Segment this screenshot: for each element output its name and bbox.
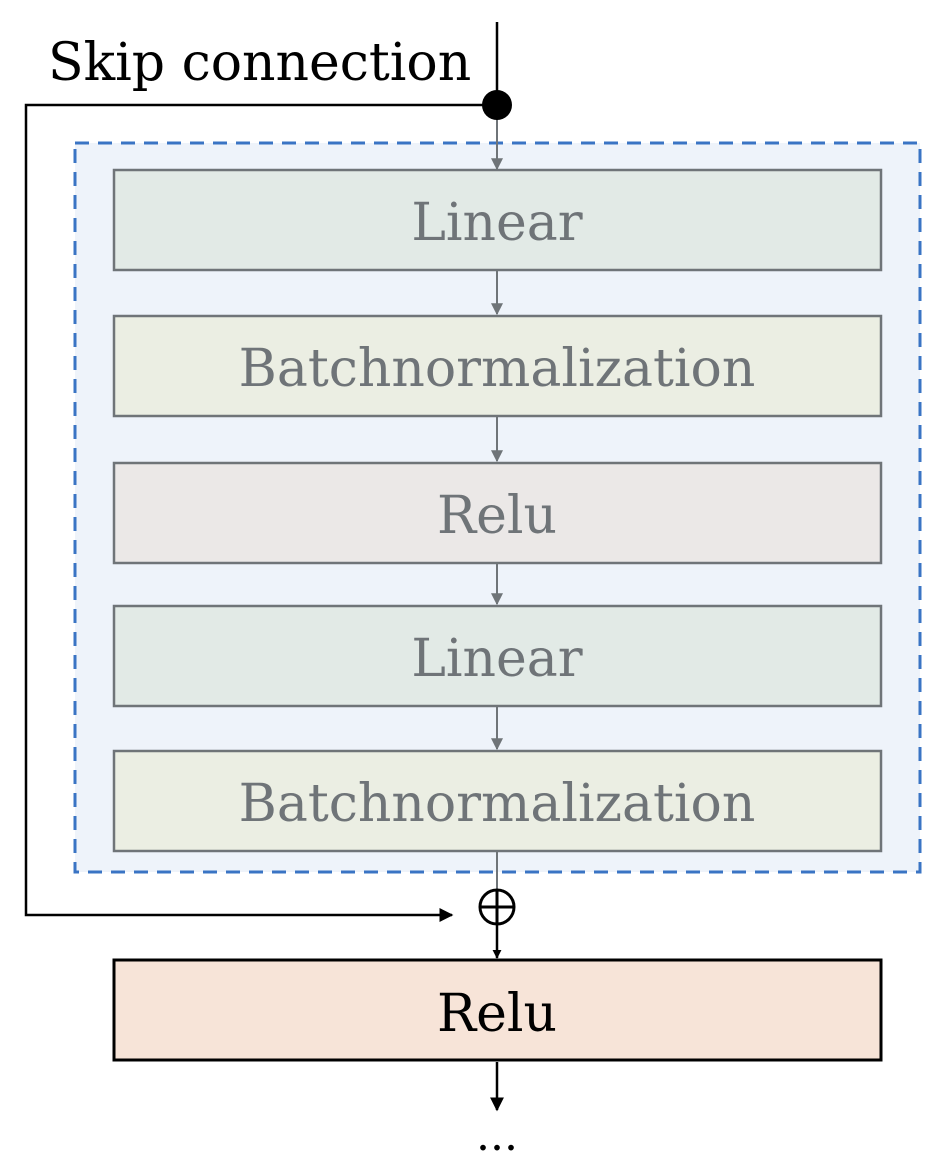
linear-block-1-label: Linear: [411, 193, 582, 253]
relu-block-output-label: Relu: [437, 984, 557, 1044]
batchnorm-block-1: Batchnormalization: [112, 314, 883, 418]
continuation-ellipsis: ...: [476, 1110, 518, 1161]
split-node: [482, 90, 512, 120]
batchnorm-block-2: Batchnormalization: [112, 749, 883, 853]
linear-block-1: Linear: [112, 168, 883, 272]
relu-block-inner: Relu: [112, 461, 883, 565]
skip-connection-label: Skip connection: [48, 33, 471, 93]
linear-block-2-label: Linear: [411, 629, 582, 689]
relu-block-output: Relu: [112, 958, 883, 1062]
batchnorm-block-2-label: Batchnormalization: [239, 774, 756, 834]
relu-block-inner-label: Relu: [437, 486, 557, 546]
batchnorm-block-1-label: Batchnormalization: [239, 339, 756, 399]
skip-connection-path: [24, 103, 497, 922]
linear-block-2: Linear: [112, 604, 883, 708]
sum-node: [478, 888, 516, 926]
